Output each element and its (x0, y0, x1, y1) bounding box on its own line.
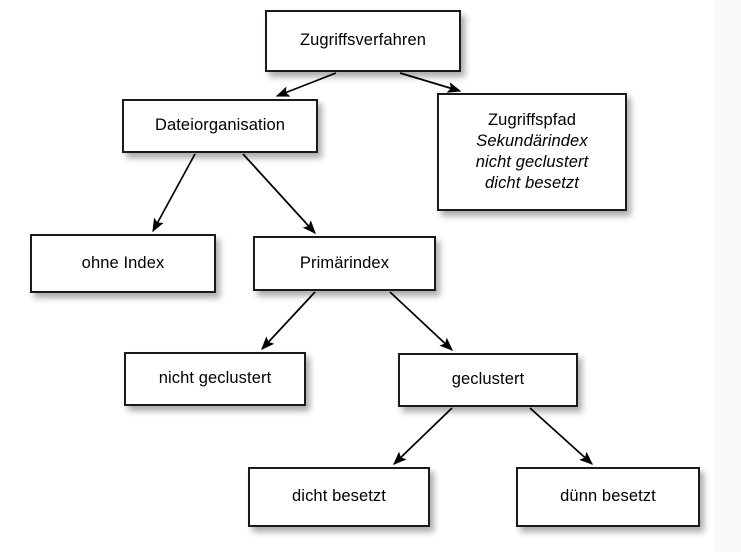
slide-right-margin-band (714, 0, 741, 552)
node-nicht-geclustert-label-0: nicht geclustert (158, 369, 272, 388)
node-dateiorganisation[interactable]: Dateiorganisation (122, 99, 318, 153)
node-zugriffsverfahren-label-0: Zugriffsverfahren (299, 31, 427, 50)
node-ohne-index-label-0: ohne Index (81, 253, 165, 272)
node-nicht-geclustert[interactable]: nicht geclustert (124, 352, 306, 406)
node-zugriffsverfahren[interactable]: Zugriffsverfahren (265, 10, 461, 72)
edge-geclustert-to-dicht-besetzt (393, 407, 453, 465)
edge-primaerindex-to-geclustert (389, 291, 453, 351)
node-dicht-besetzt[interactable]: dicht besetzt (248, 467, 430, 527)
node-zugriffspfad-label-2: nicht geclustert (475, 153, 589, 171)
node-dateiorganisation-label-0: Dateiorganisation (154, 116, 286, 135)
edge-dateiorganisation-to-primaerindex (242, 153, 316, 235)
node-duenn-besetzt-label-0: dünn besetzt (560, 487, 656, 506)
node-dicht-besetzt-label-0: dicht besetzt (292, 487, 386, 506)
edge-dateiorganisation-to-ohne-index (152, 153, 196, 233)
node-geclustert[interactable]: geclustert (398, 353, 578, 407)
edge-geclustert-to-duenn-besetzt (529, 407, 594, 465)
edge-zugriffsverfahren-to-dateiorganisation (275, 72, 337, 97)
edge-zugriffsverfahren-to-zugriffspfad (399, 72, 462, 93)
node-primaerindex-label-0: Primärindex (299, 253, 390, 272)
node-zugriffspfad-label-1: Sekundärindex (476, 131, 588, 150)
node-duenn-besetzt[interactable]: dünn besetzt (516, 467, 700, 527)
node-zugriffspfad-label-0: Zugriffspfad (487, 110, 577, 129)
node-ohne-index[interactable]: ohne Index (30, 234, 216, 293)
node-zugriffspfad-label-3: dicht besetzt (485, 174, 579, 193)
edge-primaerindex-to-nicht-geclustert (261, 291, 316, 350)
node-geclustert-label-0: geclustert (451, 370, 525, 389)
node-primaerindex[interactable]: Primärindex (253, 236, 436, 291)
